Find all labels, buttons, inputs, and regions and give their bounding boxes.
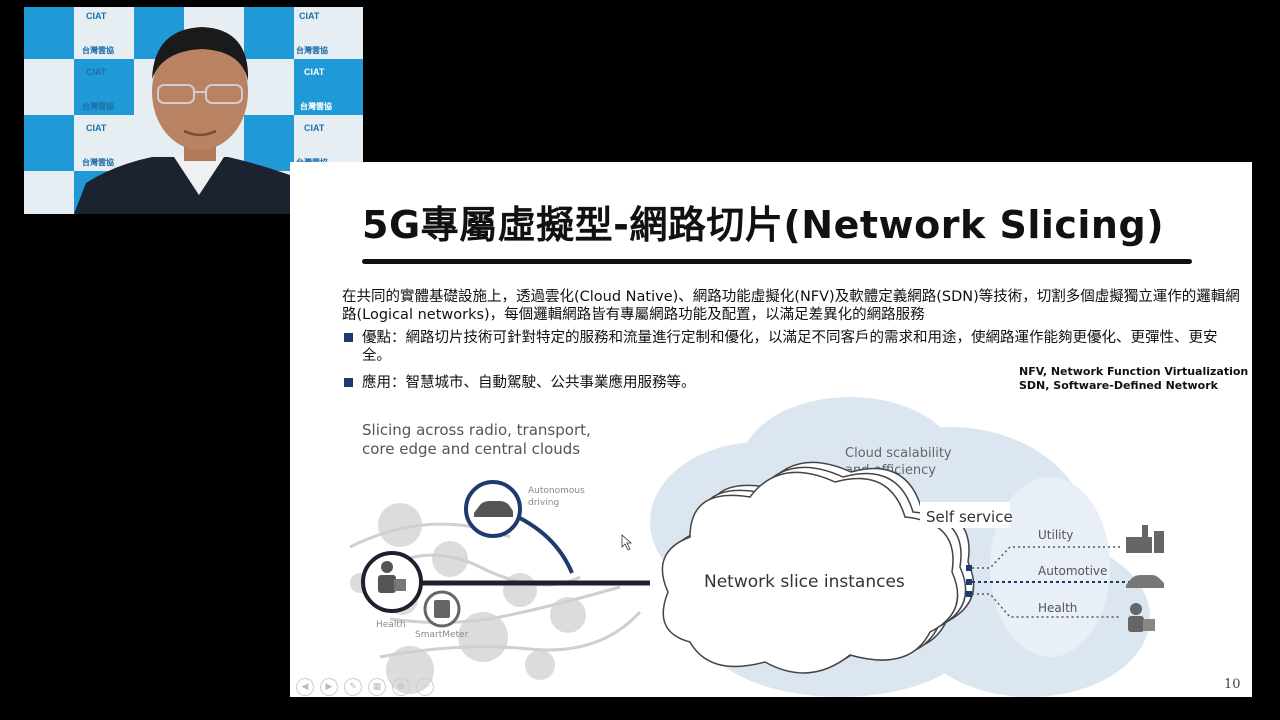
cloud-scalability-label: Cloud scalability	[845, 446, 952, 461]
logo-text: CIAT	[304, 67, 325, 77]
car-icon	[474, 501, 513, 517]
logo-text: CIAT	[86, 123, 107, 133]
network-slice-label: Network slice instances	[704, 572, 905, 592]
network-slicing-diagram: Autonomous driving Health SmartMeter Sli…	[349, 397, 1164, 697]
health-worker-icon	[378, 561, 406, 593]
automotive-label: Automotive	[1038, 564, 1107, 578]
logo-subtext: 台灣雲協	[296, 45, 328, 55]
title-underline	[362, 259, 1192, 264]
slice-output-lines	[966, 546, 1130, 618]
slide-title: 5G專屬虛擬型-網路切片(Network Slicing)	[362, 203, 1165, 247]
zoom-icon[interactable]: ⊕	[392, 678, 410, 696]
smart-meter-icon	[434, 600, 450, 618]
utility-label: Utility	[1038, 528, 1073, 542]
logo-subtext: 台灣雲協	[82, 157, 114, 167]
health-right-label: Health	[1038, 601, 1077, 615]
cursor-icon	[621, 534, 633, 551]
pen-icon[interactable]: ✎	[344, 678, 362, 696]
bullet-applications: 應用：智慧城市、自動駕駛、公共事業應用服務等。	[342, 374, 842, 392]
factory-icon	[1126, 525, 1164, 553]
smartmeter-node: SmartMeter	[415, 590, 469, 640]
logo-subtext: 台灣雲協	[82, 45, 114, 55]
webcam-scene: CIAT CIAT CIAT CIAT CIAT CIAT 台灣雲協 台灣雲協 …	[24, 7, 363, 214]
more-icon[interactable]: ⋯	[416, 678, 434, 696]
bullet-text: 優點：網路切片技術可針對特定的服務和流量進行定制和優化，以滿足不同客戶的需求和用…	[362, 330, 1218, 364]
slides-icon[interactable]: ▦	[368, 678, 386, 696]
smartmeter-label: SmartMeter	[415, 630, 469, 640]
webcam-feed: CIAT CIAT CIAT CIAT CIAT CIAT 台灣雲協 台灣雲協 …	[24, 7, 363, 214]
car-icon	[1126, 575, 1164, 588]
square-bullet-icon	[344, 333, 353, 342]
diagram-heading: Slicing across radio, transport,	[362, 421, 591, 439]
presenter	[74, 27, 344, 214]
logo-text: CIAT	[86, 67, 107, 77]
health-label: Health	[376, 620, 406, 630]
presentation-slide: 5G專屬虛擬型-網路切片(Network Slicing) 在共同的實體基礎設施…	[290, 162, 1252, 697]
logo-subtext: 台灣雲協	[300, 101, 332, 111]
intro-paragraph: 在共同的實體基礎設施上，透過雲化(Cloud Native)、網路功能虛擬化(N…	[342, 289, 1240, 323]
next-slide-icon[interactable]: ▶	[320, 678, 338, 696]
logo-text: CIAT	[299, 11, 320, 21]
self-service-label: Self service	[926, 508, 1013, 526]
page-number: 10	[1224, 677, 1241, 692]
autonomous-label: driving	[528, 498, 559, 508]
logo-text: CIAT	[86, 11, 107, 21]
logo-subtext: 台灣雲協	[82, 101, 114, 111]
logo-text: CIAT	[304, 123, 325, 133]
prev-slide-icon[interactable]: ◀	[296, 678, 314, 696]
abbr-sdn: SDN, Software-Defined Network	[1019, 379, 1218, 392]
slide-nav-controls[interactable]: ◀ ▶ ✎ ▦ ⊕ ⋯	[296, 678, 434, 696]
abbr-nfv: NFV, Network Function Virtualization	[1019, 365, 1249, 378]
health-worker-icon	[1128, 603, 1155, 632]
network-slice-cloud	[661, 461, 975, 674]
autonomous-label: Autonomous	[528, 486, 585, 496]
self-service-box	[920, 502, 1010, 528]
autonomous-driving-node: Autonomous driving	[464, 480, 585, 538]
square-bullet-icon	[344, 378, 353, 387]
diagram-heading: core edge and central clouds	[362, 440, 580, 458]
health-node-left: Health	[361, 551, 423, 630]
bullet-text: 應用：智慧城市、自動駕駛、公共事業應用服務等。	[362, 375, 696, 391]
bullet-advantages: 優點：網路切片技術可針對特定的服務和流量進行定制和優化，以滿足不同客戶的需求和用…	[342, 329, 1222, 365]
abbreviation-notes: NFV, Network Function Virtualization SDN…	[1019, 365, 1248, 393]
